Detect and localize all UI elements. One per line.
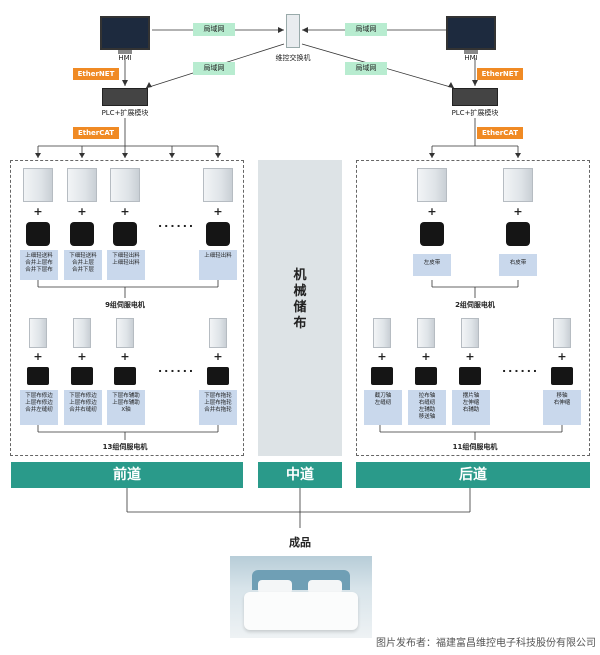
axis-description: 下层布拖轮 上层布拖轮 合并右拖轮 (199, 390, 237, 425)
hmi-left-label: HMI (118, 54, 132, 62)
ethernet-tag: EtherNET (73, 68, 119, 80)
servo-drive-icon (461, 318, 479, 348)
duvet-shape (244, 592, 358, 630)
hmi-monitor-icon (100, 16, 150, 50)
servo-motor-icon (26, 222, 50, 246)
watermark-text: 图片发布者：福建富昌维控电子科技股份有限公司 (376, 638, 596, 649)
servo-motor-icon (415, 367, 437, 385)
servo-drive-icon (373, 318, 391, 348)
plus-sign: + (465, 350, 475, 363)
axis-description: 下层布修边 上层布修边 合并左缝纫 (20, 390, 58, 425)
hmi-monitor-icon (446, 16, 496, 50)
servo-drive-icon (73, 318, 91, 348)
hmi-right-label: HMI (464, 54, 478, 62)
front-bottom-group-label: 13组伺服电机 (102, 443, 148, 451)
plus-sign: + (427, 205, 437, 218)
back-bottom-group-label: 11组伺服电机 (452, 443, 498, 451)
axis-description: 左皮带 (413, 254, 451, 276)
ethernet-tag: EtherNET (477, 68, 523, 80)
axis-description: 移轴 右伸缩 (543, 390, 581, 425)
axis-description: 右皮带 (499, 254, 537, 276)
axis-description: 下层布辅助 上层布辅助 X轴 (107, 390, 145, 425)
servo-drive-icon (417, 318, 435, 348)
middle-section-box (258, 160, 342, 456)
servo-drive-icon (29, 318, 47, 348)
servo-drive-icon (503, 168, 533, 202)
plus-sign: + (77, 350, 87, 363)
switch-label: 维控交换机 (275, 54, 311, 62)
plc-module-icon (452, 88, 498, 106)
servo-motor-icon (551, 367, 573, 385)
servo-drive-icon (110, 168, 140, 202)
plus-sign: + (213, 350, 223, 363)
axis-description: 下细轻出料 上细轻出料 (107, 250, 145, 280)
plus-sign: + (120, 205, 130, 218)
servo-motor-icon (113, 222, 137, 246)
back-section-box (356, 160, 590, 456)
servo-motor-icon (371, 367, 393, 385)
hmi-left (100, 16, 150, 54)
plus-sign: + (77, 205, 87, 218)
bed-product-photo (230, 556, 372, 638)
lan-tag: 局域网 (193, 23, 235, 36)
servo-motor-icon (207, 367, 229, 385)
ethercat-tag: EtherCAT (73, 127, 119, 139)
axis-description: 拉布轴 右缝纫 左辅助 移送轴 (408, 390, 446, 425)
back-top-group-label: 2组伺服电机 (455, 301, 495, 309)
axis-description: 下层布修边 上层布修边 合并右缝纫 (64, 390, 102, 425)
pillow-shape (258, 580, 292, 594)
servo-motor-icon (114, 367, 136, 385)
pillow-shape (308, 580, 342, 594)
servo-motor-icon (27, 367, 49, 385)
hmi-right (446, 16, 496, 54)
lan-tag: 局域网 (193, 62, 235, 75)
ethercat-tag: EtherCAT (477, 127, 523, 139)
product-label: 成品 (289, 536, 311, 549)
plus-sign: + (120, 350, 130, 363)
ellipsis: ...... (158, 217, 196, 230)
servo-motor-icon (506, 222, 530, 246)
axis-description: 上细轻送料 合并上层布 合并下层布 (20, 250, 58, 280)
front-section-box (10, 160, 244, 456)
servo-motor-icon (70, 222, 94, 246)
front-section-bar: 前道 (11, 462, 243, 488)
servo-drive-icon (116, 318, 134, 348)
front-top-group-label: 9组伺服电机 (105, 301, 145, 309)
axis-description: 下细轻送料 合并上层 合并下层 (64, 250, 102, 280)
servo-motor-icon (459, 367, 481, 385)
servo-motor-icon (71, 367, 93, 385)
servo-motor-icon (206, 222, 230, 246)
servo-drive-icon (23, 168, 53, 202)
lan-tag: 局域网 (345, 23, 387, 36)
ellipsis: ...... (158, 362, 196, 375)
plus-sign: + (513, 205, 523, 218)
plc-label: PLC+扩展模块 (101, 109, 149, 117)
servo-drive-icon (67, 168, 97, 202)
servo-drive-icon (209, 318, 227, 348)
axis-description: 上细轻出料 (199, 250, 237, 280)
servo-drive-icon (203, 168, 233, 202)
plus-sign: + (421, 350, 431, 363)
servo-drive-icon (417, 168, 447, 202)
plc-label: PLC+扩展模块 (451, 109, 499, 117)
ellipsis: ...... (502, 362, 540, 375)
servo-drive-icon (553, 318, 571, 348)
lan-tag: 局域网 (345, 62, 387, 75)
servo-motor-icon (420, 222, 444, 246)
back-section-bar: 后道 (356, 462, 590, 488)
middle-section-bar: 中道 (258, 462, 342, 488)
plus-sign: + (377, 350, 387, 363)
axis-description: 摆片轴 左伸缩 右辅助 (452, 390, 490, 425)
plus-sign: + (33, 350, 43, 363)
switch-icon (286, 14, 300, 48)
plus-sign: + (557, 350, 567, 363)
storage-label: 机械储布 (293, 268, 307, 331)
axis-description: 截刀轴 左缝纫 (364, 390, 402, 425)
plus-sign: + (213, 205, 223, 218)
plus-sign: + (33, 205, 43, 218)
plc-module-icon (102, 88, 148, 106)
